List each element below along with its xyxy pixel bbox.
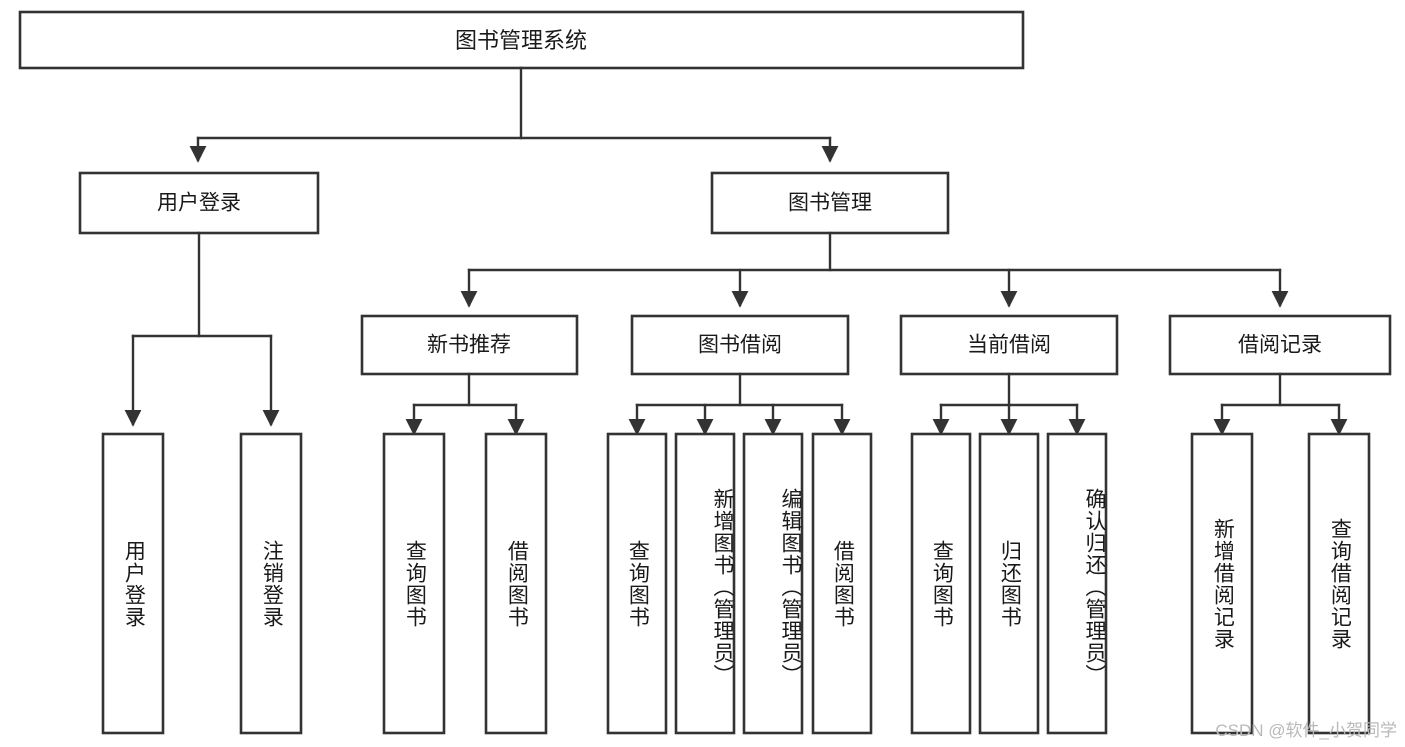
leaf-rect-current-borrow-2[interactable] [1046,432,1108,735]
node-current-borrow-label: 当前借阅 [967,334,1051,357]
leaf-rect-user-login-1[interactable] [239,432,303,735]
connector-current-borrow-to-leaves [932,372,1086,436]
node-borrow-record-label: 借阅记录 [1238,334,1322,357]
leaf-rect-user-login-0[interactable] [101,432,165,735]
node-current-borrow-rect [899,314,1119,376]
leaf-rect-book-borrow-0[interactable] [606,432,668,735]
node-new-book-recommend-label: 新书推荐 [427,334,511,357]
connector-user-login-to-leaves [124,231,280,427]
leaf-rect-book-borrow-2[interactable] [742,432,804,735]
node-user-login-rect [78,171,320,235]
node-new-book-recommend-rect [360,314,579,376]
node-book-management[interactable]: 图书管理 [710,171,950,235]
node-book-borrow-label: 图书借阅 [698,334,782,357]
leaf-rect-book-borrow-3[interactable] [811,432,873,735]
connector-book-management-to-level3 [460,231,1289,308]
leaf-rect-borrow-record-1[interactable] [1307,432,1371,735]
leaf-rect-current-borrow-0[interactable] [910,432,972,735]
watermark-text: CSDN @软件_小贺同学 [1215,721,1397,740]
node-user-login-label: 用户登录 [157,192,241,215]
connector-borrow-record-to-leaves [1213,372,1348,436]
leaf-rect-new-book-0[interactable] [382,432,446,735]
node-borrow-record[interactable]: 借阅记录 [1168,314,1392,376]
leaf-rect-new-book-1[interactable] [484,432,548,735]
connector-new-book-recommend-to-leaves [405,372,525,436]
node-user-login[interactable]: 用户登录 [78,171,320,235]
node-book-management-label: 图书管理 [788,192,872,215]
leaf-rect-current-borrow-1[interactable] [978,432,1040,735]
node-new-book-recommend[interactable]: 新书推荐 [360,314,579,376]
node-root-rect [18,10,1025,70]
connector-book-borrow-to-leaves [628,372,851,436]
node-book-borrow[interactable]: 图书借阅 [630,314,850,376]
leaf-rect-borrow-record-0[interactable] [1190,432,1254,735]
node-current-borrow[interactable]: 当前借阅 [899,314,1119,376]
connector-root-to-level2 [189,66,839,163]
leaf-rect-book-borrow-1[interactable] [674,432,736,735]
node-root-label: 图书管理系统 [455,28,587,53]
node-root[interactable]: 图书管理系统 [18,10,1025,70]
